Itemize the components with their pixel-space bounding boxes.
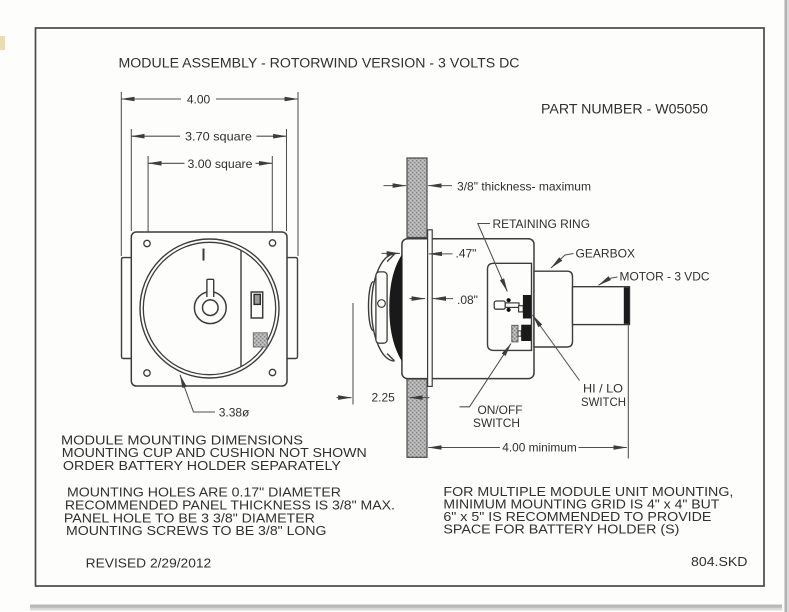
bezel-crescent xyxy=(389,254,402,362)
revision-text: REVISED 2/29/2012 xyxy=(86,556,211,571)
panel-lower-segment xyxy=(406,378,428,458)
shaft-nut xyxy=(493,300,506,310)
motor-end-cap xyxy=(623,287,630,324)
leader-gearbox xyxy=(550,252,574,269)
leader-retaining-ring xyxy=(476,222,508,292)
onoff-switch-body xyxy=(521,324,531,341)
mounting-hole-top-left xyxy=(143,239,151,248)
scan-edge-bottom-light xyxy=(30,607,782,611)
label-motor: MOTOR - 3 VDC xyxy=(620,270,710,284)
onoff-switch xyxy=(511,324,519,343)
shaft xyxy=(504,302,520,308)
dim-text-panel-thickness: 3/8" thickness- maximum xyxy=(457,180,591,194)
dim-text-400min: 4.00 minimum xyxy=(502,441,577,455)
leader-hilo-switch xyxy=(532,314,580,381)
knob-front-arc xyxy=(367,281,374,332)
front-switch-actuator xyxy=(253,293,262,306)
mounting-hole-bottom-right xyxy=(268,368,277,377)
mounting-flange xyxy=(427,229,433,388)
retaining-ring-bottom xyxy=(506,307,511,312)
mounting-hole-bottom-left xyxy=(143,369,151,377)
mounting-hole-top-right xyxy=(268,239,277,247)
front-view: 4.00 3.70 square 3.00 square xyxy=(120,92,299,420)
scan-edge-right xyxy=(784,0,787,612)
scan-edge-bottom xyxy=(30,604,782,608)
doc-number: 804.SKD xyxy=(691,554,748,569)
note-holes-line1: MOUNTING HOLES ARE 0.17" DIAMETER xyxy=(67,485,341,500)
part-number: PART NUMBER - W05050 xyxy=(541,102,708,117)
onoff-connector xyxy=(517,330,522,337)
leader-dial-diameter xyxy=(179,374,215,413)
note-holes-line2: RECOMMENDED PANEL THICKNESS IS 3/8" MAX. xyxy=(65,497,395,512)
scan-speck xyxy=(0,36,5,50)
dial-inner-circle xyxy=(142,241,277,376)
note-multiple-line3: 6" x 5" IS RECOMMENDED TO PROVIDE xyxy=(443,509,711,524)
mounting-tab-left xyxy=(120,256,132,360)
label-onoff-switch-line1: ON/OFF xyxy=(478,403,523,417)
dim-text-dial-diameter: 3.38ø xyxy=(219,406,250,420)
note-multiple-line4: SPACE FOR BATTERY HOLDER (S) xyxy=(443,521,679,536)
keyhole-stem xyxy=(206,278,215,297)
dim-text-400: 4.00 xyxy=(187,93,211,107)
dim-text-370: 3.70 square xyxy=(185,130,252,144)
note-mounting-line3: ORDER BATTERY HOLDER SEPARATELY xyxy=(63,458,341,473)
retaining-ring-top xyxy=(506,298,511,303)
notes: MODULE MOUNTING DIMENSIONS MOUNTING CUP … xyxy=(61,432,748,570)
label-hilo-switch-line1: HI / LO xyxy=(583,382,623,396)
note-multiple-line1: FOR MULTIPLE MODULE UNIT MOUNTING, xyxy=(443,484,733,499)
motor xyxy=(571,286,631,326)
mounting-tab-right xyxy=(287,256,299,360)
note-holes-line3: PANEL HOLE TO BE 3 3/8" DIAMETER xyxy=(64,510,315,525)
note-mounting-line2: MOUNTING CUP AND CUSHION NOT SHOWN xyxy=(62,445,367,460)
panel-upper-segment xyxy=(406,157,428,239)
gearbox xyxy=(533,270,574,348)
hilo-switch xyxy=(522,295,531,319)
shaft-washer xyxy=(517,305,524,313)
drawing-title: MODULE ASSEMBLY - ROTORWIND VERSION - 3 … xyxy=(119,56,520,71)
leader-motor xyxy=(598,276,618,286)
dim-text-08: .08" xyxy=(457,293,478,307)
knob-hole xyxy=(377,299,386,308)
bezel-dome-arc xyxy=(370,253,395,362)
dim-text-300: 3.00 square xyxy=(188,157,253,171)
label-gearbox: GEARBOX xyxy=(576,247,636,261)
note-mounting-line1: MODULE MOUNTING DIMENSIONS xyxy=(61,432,303,447)
drawing-border-frame xyxy=(34,27,765,587)
bezel-join-bottom xyxy=(386,353,395,362)
dim-text-225: 2.25 xyxy=(372,391,396,405)
note-multiple-line2: MINIMUM MOUNTING GRID IS 4" x 4" BUT xyxy=(443,497,719,512)
label-retaining-ring: RETAINING RING xyxy=(493,217,591,231)
note-holes-line4: MOUNTING SCREWS TO BE 3/8" LONG xyxy=(66,523,327,538)
dim-text-47: .47" xyxy=(456,247,477,261)
side-view: 3/8" thickness- maximum RETAINING RING G… xyxy=(336,157,710,459)
scan-edge-right-light xyxy=(787,0,789,612)
front-onoff-switch xyxy=(252,332,268,348)
keyhole-center xyxy=(201,299,219,317)
label-hilo-switch-line2: SWITCH xyxy=(581,395,626,409)
leader-onoff-switch xyxy=(459,343,512,408)
label-onoff-switch-line2: SWITCH xyxy=(473,416,520,430)
